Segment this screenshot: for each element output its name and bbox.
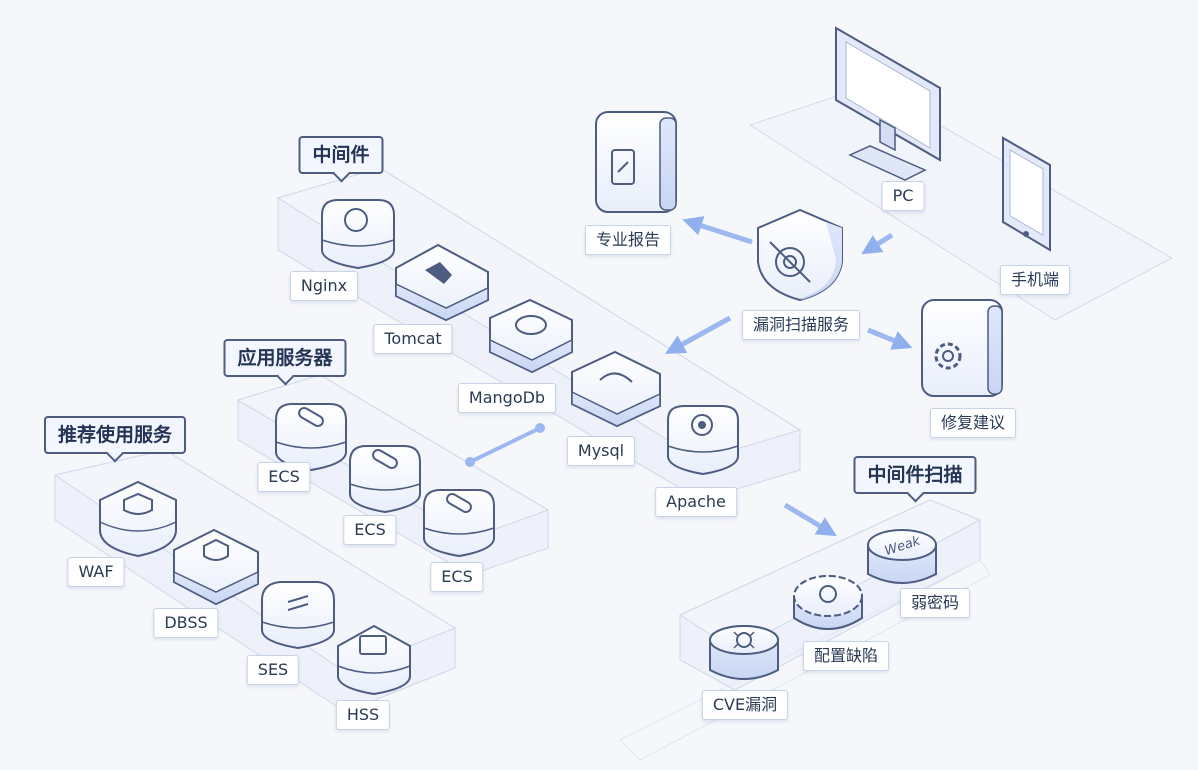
nginx-node-icon xyxy=(321,199,395,270)
label-ecs-3: ECS xyxy=(430,562,484,592)
label-ses: SES xyxy=(246,655,300,685)
label-fix: 修复建议 xyxy=(929,408,1017,438)
label-apache: Apache xyxy=(655,487,737,517)
label-mobile: 手机端 xyxy=(999,265,1071,295)
config-flaw-gear-icon xyxy=(793,575,863,630)
arrow-scan-to-middleware xyxy=(664,315,732,354)
tomcat-node-icon xyxy=(395,243,489,322)
mangodb-node-icon xyxy=(489,298,573,374)
fix-gear-icon xyxy=(921,299,1003,397)
flow-arrows xyxy=(664,216,913,537)
label-report: 专业报告 xyxy=(584,225,672,255)
weak-password-icon: Weak xyxy=(867,529,937,584)
ecs-node-icon-3 xyxy=(423,489,495,558)
label-dbss: DBSS xyxy=(153,608,219,638)
arrow-apache-to-scan xyxy=(783,502,837,537)
label-weak-pwd: 弱密码 xyxy=(899,588,971,618)
label-tomcat: Tomcat xyxy=(373,324,453,354)
group-tag-middleware-scan: 中间件扫描 xyxy=(853,456,977,494)
arrow-scan-to-report xyxy=(682,216,753,245)
label-waf: WAF xyxy=(67,557,125,587)
group-tag-recommended: 推荐使用服务 xyxy=(43,416,187,454)
phone-icon xyxy=(1002,136,1051,252)
cve-bug-icon xyxy=(709,625,779,680)
ecs-node-icon-2 xyxy=(349,445,421,514)
label-hss: HSS xyxy=(335,700,391,730)
label-nginx: Nginx xyxy=(289,271,359,301)
report-icon xyxy=(595,111,677,213)
group-tag-middleware: 中间件 xyxy=(298,136,384,174)
waf-node-icon xyxy=(99,480,177,558)
scan-shield-icon xyxy=(757,208,843,302)
label-ecs-1: ECS xyxy=(257,462,311,492)
dbss-node-icon xyxy=(173,528,259,606)
label-config: 配置缺陷 xyxy=(802,641,890,671)
label-scan-service: 漏洞扫描服务 xyxy=(741,310,861,340)
mysql-node-icon xyxy=(571,350,661,428)
group-tag-app-server: 应用服务器 xyxy=(223,339,347,377)
ses-node-icon xyxy=(261,581,335,650)
label-ecs-2: ECS xyxy=(343,515,397,545)
label-mysql: Mysql xyxy=(566,436,636,466)
arrow-pc-to-scan xyxy=(861,232,894,255)
label-pc: PC xyxy=(881,181,925,211)
label-cve: CVE漏洞 xyxy=(701,690,789,720)
ecs-node-icon-1 xyxy=(275,403,347,472)
arrow-scan-to-fix xyxy=(867,327,913,350)
hss-node-icon xyxy=(337,624,411,696)
pc-monitor-icon xyxy=(835,26,941,181)
link-app-server-middleware xyxy=(465,423,545,467)
label-mangodb: MangoDb xyxy=(457,383,557,413)
apache-node-icon xyxy=(667,405,739,476)
